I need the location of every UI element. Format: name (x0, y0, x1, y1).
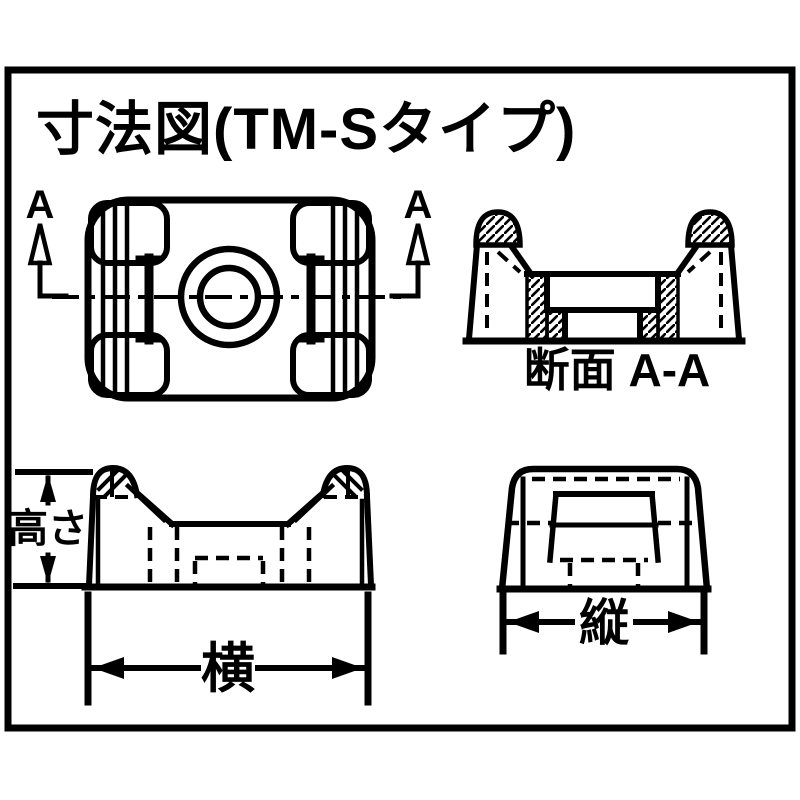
arrow-left-icon (508, 611, 539, 633)
front-outer-edge-right (363, 493, 375, 589)
width-label: 横 (201, 639, 255, 699)
section-arrow-icon (27, 223, 53, 266)
depth-dimension: 縦 (499, 591, 708, 655)
height-dimension: 高さ (8, 469, 93, 589)
section-slope-left (507, 242, 536, 279)
side-view: 縦 (496, 465, 712, 655)
section-marker-left: A (26, 183, 69, 299)
section-label-a-right: A (404, 183, 433, 227)
depth-label: 縦 (579, 595, 629, 651)
arrow-right-icon (332, 657, 363, 679)
section-label-a-left: A (26, 183, 55, 227)
arrow-left-icon (93, 657, 124, 679)
section-marker-right: A (389, 183, 433, 299)
page-title: 寸法図(TM-Sタイプ) (36, 97, 576, 162)
front-slope-left-inner (124, 482, 168, 524)
section-strap-passage-upper (544, 271, 661, 313)
front-dome-mark (103, 471, 130, 498)
section-arrow-icon (405, 223, 431, 266)
section-strap-passage-lower (562, 307, 643, 344)
front-outer-edge-left (85, 493, 97, 589)
section-hidden-line (686, 250, 712, 274)
section-hidden-line (496, 250, 522, 274)
front-dome-mark (340, 468, 364, 492)
height-label: 高さ (8, 507, 88, 551)
arrow-down-icon (40, 556, 56, 584)
front-dome-mark (330, 471, 357, 498)
section-cap-right (685, 209, 735, 248)
section-cap-left (473, 209, 523, 248)
top-view: A A (26, 183, 433, 402)
arrow-right-icon (668, 611, 699, 633)
section-slope-right (672, 242, 701, 279)
section-caption: 断面 A-A (524, 344, 711, 396)
arrow-up-icon (40, 474, 56, 502)
front-dome-mark (96, 468, 120, 492)
drawing-frame (4, 66, 796, 732)
section-outer-edge-right (727, 241, 743, 343)
front-view: 高さ 横 (8, 464, 376, 706)
side-outline (498, 465, 711, 593)
front-slope-right-inner (292, 482, 336, 524)
width-dimension: 横 (84, 591, 372, 706)
section-outer-edge-left (465, 241, 481, 343)
section-view: 断面 A-A (462, 209, 746, 396)
